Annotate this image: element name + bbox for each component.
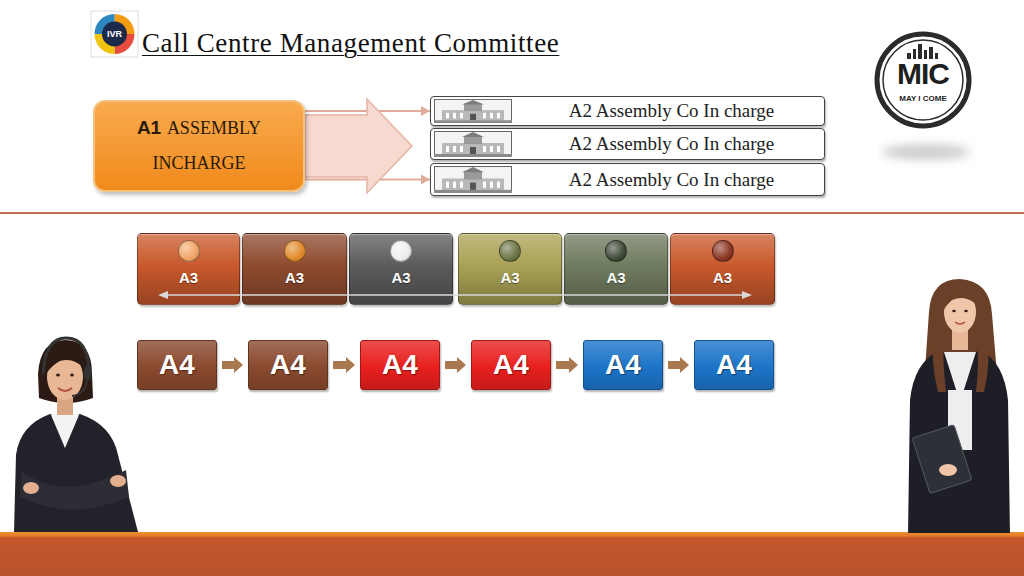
box-label: A2 Assembly Co In charge	[569, 169, 774, 191]
step-box: A4	[471, 340, 551, 390]
box-label: A3	[500, 269, 519, 286]
slide-title: Call Centre Management Committee	[142, 28, 559, 59]
box-label: A4	[493, 349, 529, 381]
logo-text: MIC	[897, 59, 949, 89]
box-label: A3	[179, 269, 198, 286]
step-arrow	[556, 357, 578, 373]
building-image	[434, 99, 512, 123]
step-arrow	[668, 357, 689, 373]
tier-box: A3	[137, 233, 240, 305]
step-arrow	[445, 357, 466, 373]
box-label: A2 Assembly Co In charge	[569, 100, 774, 122]
connector	[222, 357, 243, 373]
co-incharge-box: A2 Assembly Co In charge	[430, 96, 825, 126]
agent-figure	[14, 338, 138, 532]
connector	[445, 357, 466, 373]
step-arrow	[333, 357, 355, 373]
box-label: ASSEMBLY INCHARGE	[153, 118, 262, 173]
tier-dot	[284, 240, 306, 262]
mic-logo	[877, 34, 970, 160]
step-box: A4	[248, 340, 328, 390]
box-label: A4	[382, 349, 418, 381]
box-label: A3	[285, 269, 304, 286]
building-image	[434, 131, 512, 157]
co-incharge-box: A2 Assembly Co In charge	[430, 163, 825, 196]
connector	[668, 357, 689, 373]
tier-box: A3	[242, 233, 347, 305]
bottom-band	[0, 532, 1024, 576]
level-code: A1	[137, 117, 161, 138]
building-image	[434, 166, 512, 193]
tier-dot	[605, 240, 627, 262]
box-label: A4	[270, 349, 306, 381]
box-label: A3	[606, 269, 625, 286]
step-box: A4	[583, 340, 663, 390]
box-label: A4	[159, 349, 195, 381]
step-box: A4	[360, 340, 440, 390]
arrow-head	[421, 106, 430, 116]
box-label: A4	[716, 349, 752, 381]
text-wrap: A1ASSEMBLY INCHARGE	[119, 111, 279, 181]
connector	[333, 357, 355, 373]
box-label: A2 Assembly Co In charge	[569, 133, 774, 155]
tier-dot	[499, 240, 521, 262]
box-label: A3	[713, 269, 732, 286]
tier-box: A3	[458, 233, 562, 305]
arrow-head	[421, 175, 430, 185]
co-incharge-box: A2 Assembly Co In charge	[430, 128, 825, 160]
logo-text: IVR	[107, 30, 122, 39]
step-arrow	[222, 357, 243, 373]
tier-dot	[178, 240, 200, 262]
tier-dot	[712, 240, 734, 262]
step-box: A4	[694, 340, 774, 390]
block-arrow	[305, 99, 412, 193]
connector	[556, 357, 578, 373]
tier-box: A3	[564, 233, 668, 305]
tier-box: A3	[349, 233, 453, 305]
separator-line	[0, 212, 1024, 214]
ivr-logo	[91, 11, 138, 57]
step-box: A4	[137, 340, 217, 390]
manager-figure	[908, 279, 1010, 533]
box-label: A3	[391, 269, 410, 286]
connector	[305, 99, 412, 193]
incharge-box: A1ASSEMBLY INCHARGE	[93, 100, 305, 192]
logo-tagline: MAY I COME	[899, 95, 947, 103]
tier-box: A3	[670, 233, 775, 305]
box-label: A4	[605, 349, 641, 381]
tier-dot	[390, 240, 412, 262]
